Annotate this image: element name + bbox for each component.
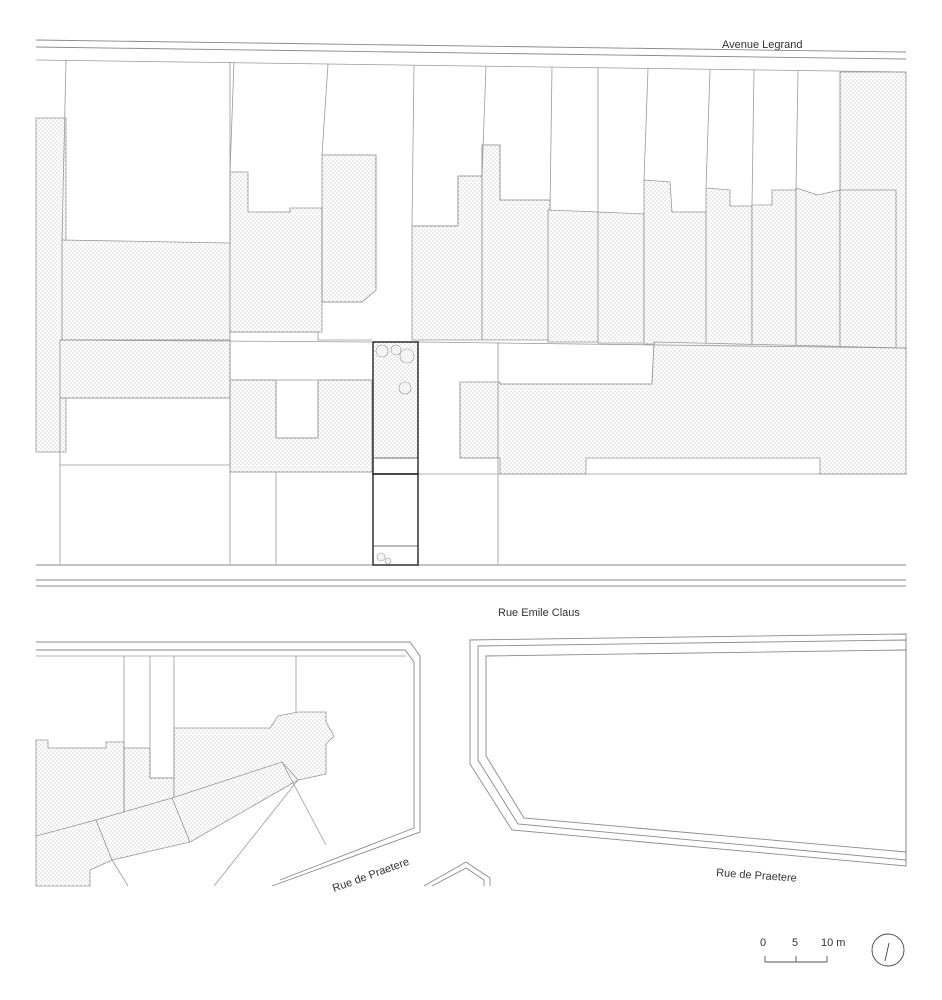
north-arrow-icon xyxy=(871,933,905,967)
street-label-rue-emile-claus: Rue Emile Claus xyxy=(498,607,580,619)
building-n8 xyxy=(795,187,841,348)
northern-block xyxy=(35,59,907,565)
building-w2 xyxy=(59,339,231,399)
southeast-block xyxy=(469,633,907,867)
traffic-island xyxy=(423,861,491,887)
building-n2 xyxy=(481,144,551,341)
building-n1 xyxy=(411,175,483,341)
building-n7 xyxy=(751,189,797,347)
street-label-rue-de-praetere-west: Rue de Praetere xyxy=(331,856,411,895)
building-w4 xyxy=(321,154,377,303)
site-front-parcel xyxy=(372,473,419,566)
project-site xyxy=(372,341,419,566)
southwest-block xyxy=(35,641,421,887)
scale-tick-label-5: 5 xyxy=(792,937,798,949)
building-w5 xyxy=(229,379,373,473)
tree-icon xyxy=(399,348,415,364)
building-s-east xyxy=(459,341,907,475)
road-rue-emile-claus xyxy=(36,564,906,587)
building-w3 xyxy=(229,171,323,333)
building-w1 xyxy=(61,239,231,341)
tree-icon xyxy=(398,381,412,395)
tree-icon xyxy=(384,557,392,565)
tree-icon xyxy=(390,344,402,356)
street-label-rue-de-praetere-east: Rue de Praetere xyxy=(716,867,797,885)
building-n3 xyxy=(547,209,599,343)
building-n5 xyxy=(643,179,709,345)
scale-tick-label-0: 0 xyxy=(760,937,766,949)
tree-icon xyxy=(376,552,386,562)
scale-tick-label-10: 10 m xyxy=(821,937,845,949)
street-label-avenue-legrand: Avenue Legrand xyxy=(722,39,803,51)
road-avenue-legrand xyxy=(35,39,907,60)
tree-icon xyxy=(375,344,389,358)
building-west-edge xyxy=(35,117,67,453)
building-n4 xyxy=(597,211,645,344)
building-n6 xyxy=(705,187,753,346)
scale-bar: 0 5 10 m xyxy=(760,937,845,963)
